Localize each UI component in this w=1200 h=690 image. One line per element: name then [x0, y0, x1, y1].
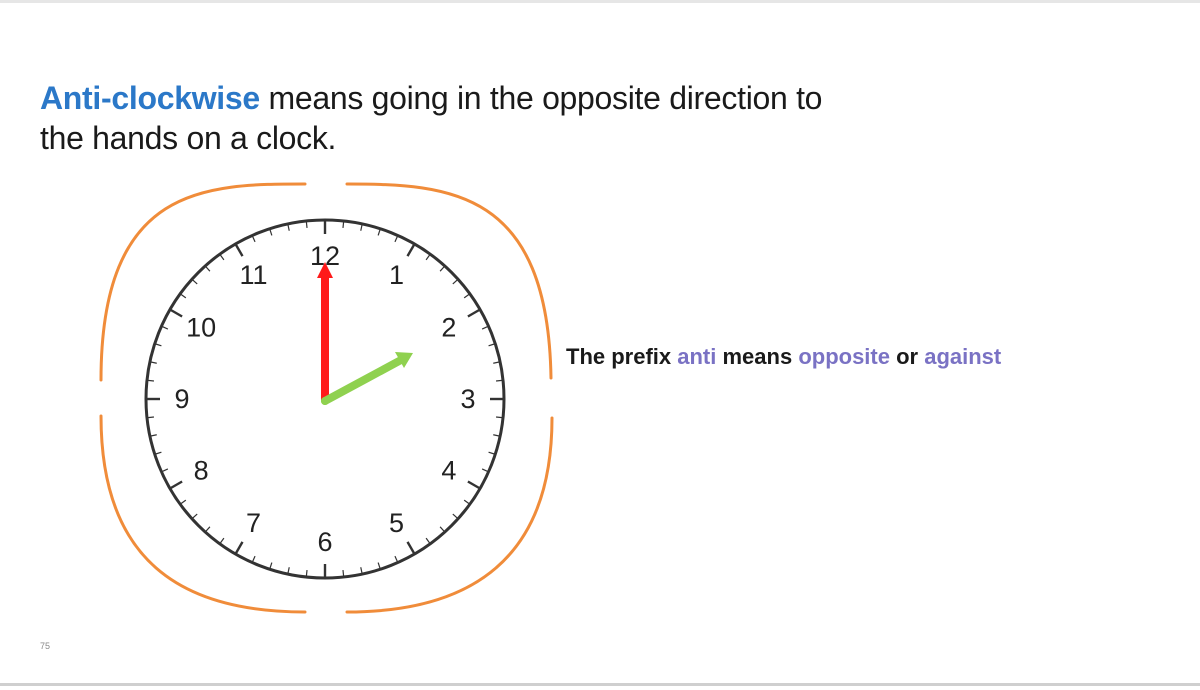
prefix-text-3: or [889, 344, 925, 369]
clock-number-5: 5 [389, 508, 404, 538]
clock-minor-tick [150, 434, 157, 437]
clock-number-11: 11 [239, 260, 267, 290]
clock-number-10: 10 [186, 313, 216, 343]
clock-minor-tick [394, 236, 398, 243]
prefix-word-against: against [924, 344, 1002, 369]
clock-major-tick [406, 541, 416, 554]
clock-major-tick [234, 244, 244, 257]
clock-minor-tick [219, 537, 225, 544]
frame-arc-top-left [99, 182, 307, 382]
clock-minor-tick [495, 379, 503, 382]
clock-minor-tick [481, 326, 488, 330]
clock-minor-tick [425, 537, 431, 544]
prefix-explanation: The prefix anti means opposite or agains… [566, 344, 1001, 370]
heading-text-line2: the hands on a clock. [40, 120, 337, 156]
clock-center [321, 397, 329, 405]
clock-minor-tick [342, 569, 345, 577]
top-divider [0, 0, 1200, 3]
heading-text-line1: means going in the opposite direction to [259, 80, 823, 116]
clock-major-tick [406, 244, 416, 257]
clock-major-tick [170, 308, 183, 318]
prefix-word-opposite: opposite [798, 344, 890, 369]
clock-minor-tick [155, 343, 162, 347]
clock-minor-tick [150, 361, 157, 364]
clock-minor-tick [452, 279, 458, 285]
prefix-word-anti: anti [677, 344, 717, 369]
clock-major-tick [467, 308, 480, 318]
clock-major-tick [467, 480, 480, 490]
clock-minor-tick [425, 254, 431, 261]
clock-minor-tick [377, 562, 381, 569]
clock-number-3: 3 [460, 384, 475, 414]
clock-minor-tick [493, 434, 500, 437]
frame-arc-bottom-left [99, 414, 307, 614]
clock-minor-tick [192, 513, 198, 519]
clock-minor-tick [269, 562, 273, 569]
clock-minor-tick [287, 567, 290, 574]
clock-minor-tick [305, 221, 308, 229]
frame-arc-bottom-right [345, 416, 554, 614]
clock-minor-tick [394, 555, 398, 562]
clock-minor-tick [493, 361, 500, 364]
clock-minor-tick [439, 526, 445, 532]
heading-term: Anti-clockwise [40, 80, 260, 116]
slide-number: 75 [40, 641, 51, 651]
clock-minor-tick [252, 555, 256, 562]
clock-minor-tick [463, 499, 470, 505]
clock-minor-tick [147, 379, 155, 382]
clock-minor-tick [452, 513, 458, 519]
clock-number-9: 9 [174, 384, 189, 414]
clock-number-8: 8 [194, 456, 209, 486]
clock-minor-tick [495, 416, 503, 419]
clock-minor-tick [287, 224, 290, 231]
clock-minor-tick [219, 254, 225, 261]
clock-number-4: 4 [441, 456, 456, 486]
clock-major-tick [234, 541, 244, 554]
clock-minor-tick [360, 224, 363, 231]
clock-minor-tick [463, 293, 470, 299]
prefix-text-2: means [716, 344, 799, 369]
clock-minor-tick [488, 451, 495, 455]
prefix-text-1: The prefix [566, 344, 678, 369]
clock-minor-tick [439, 266, 445, 272]
clock-ticks [147, 221, 503, 577]
frame-arc-top-right [345, 182, 553, 380]
clock-minor-tick [205, 526, 211, 532]
clock-minor-tick [488, 343, 495, 347]
clock-minor-tick [192, 279, 198, 285]
clock-minor-tick [147, 416, 155, 419]
hour-hand [321, 352, 413, 405]
clock-minor-tick [360, 567, 363, 574]
clock-minor-tick [305, 569, 308, 577]
clock-minor-tick [269, 229, 273, 236]
clock-minor-tick [180, 293, 187, 299]
minute-hand [317, 262, 333, 401]
clock-number-6: 6 [317, 527, 332, 557]
clock-minor-tick [252, 236, 256, 243]
clock-major-tick [170, 480, 183, 490]
clock-minor-tick [155, 451, 162, 455]
clock-minor-tick [377, 229, 381, 236]
clock-minor-tick [481, 468, 488, 472]
clock-minor-tick [180, 499, 187, 505]
clock-number-7: 7 [246, 508, 261, 538]
clock-minor-tick [162, 468, 169, 472]
clock-number-2: 2 [441, 313, 456, 343]
slide-heading: Anti-clockwise means going in the opposi… [40, 78, 940, 158]
clock-minor-tick [205, 266, 211, 272]
circular-arrow-frame [99, 182, 554, 614]
bottom-divider [0, 683, 1200, 686]
clock-minor-tick [162, 326, 169, 330]
clock-number-1: 1 [389, 260, 404, 290]
clock-minor-tick [342, 221, 345, 229]
